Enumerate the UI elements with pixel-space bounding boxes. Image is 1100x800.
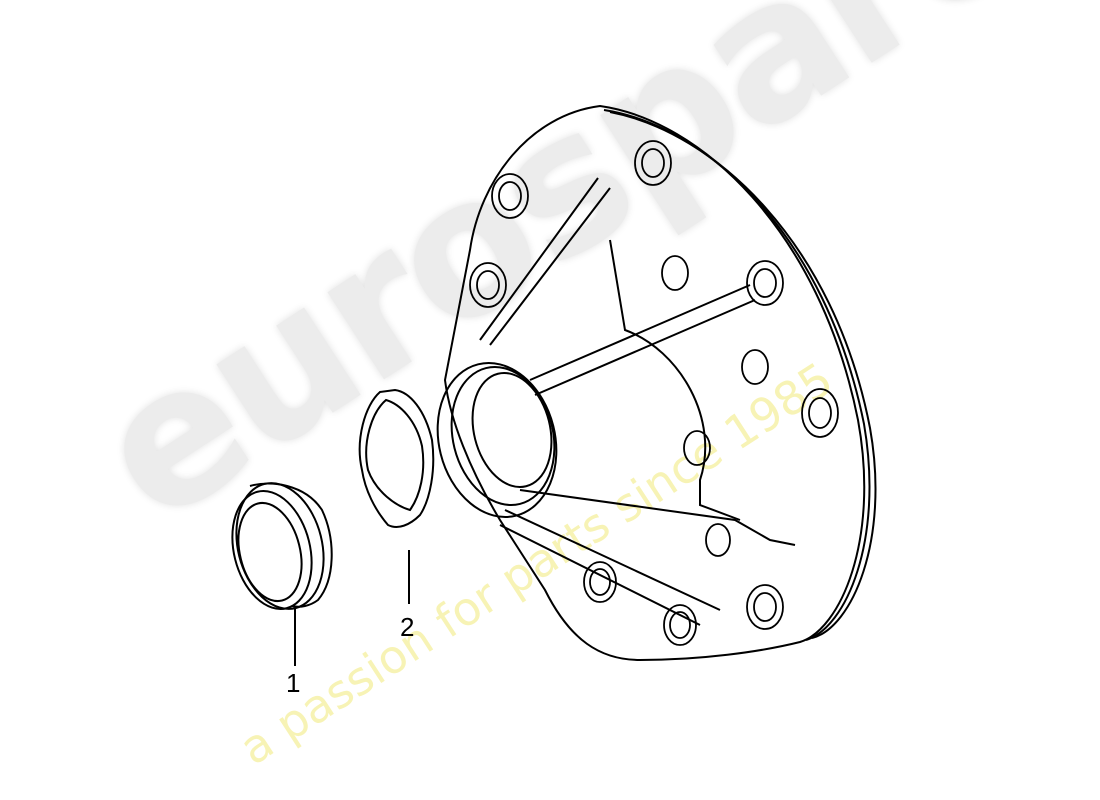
housing-drawing [436,104,877,662]
callout-label-1[interactable]: 1 [286,668,301,698]
part-1-drawing [231,482,333,610]
callout-label-2[interactable]: 2 [400,612,415,642]
part-2-drawing [358,388,435,528]
